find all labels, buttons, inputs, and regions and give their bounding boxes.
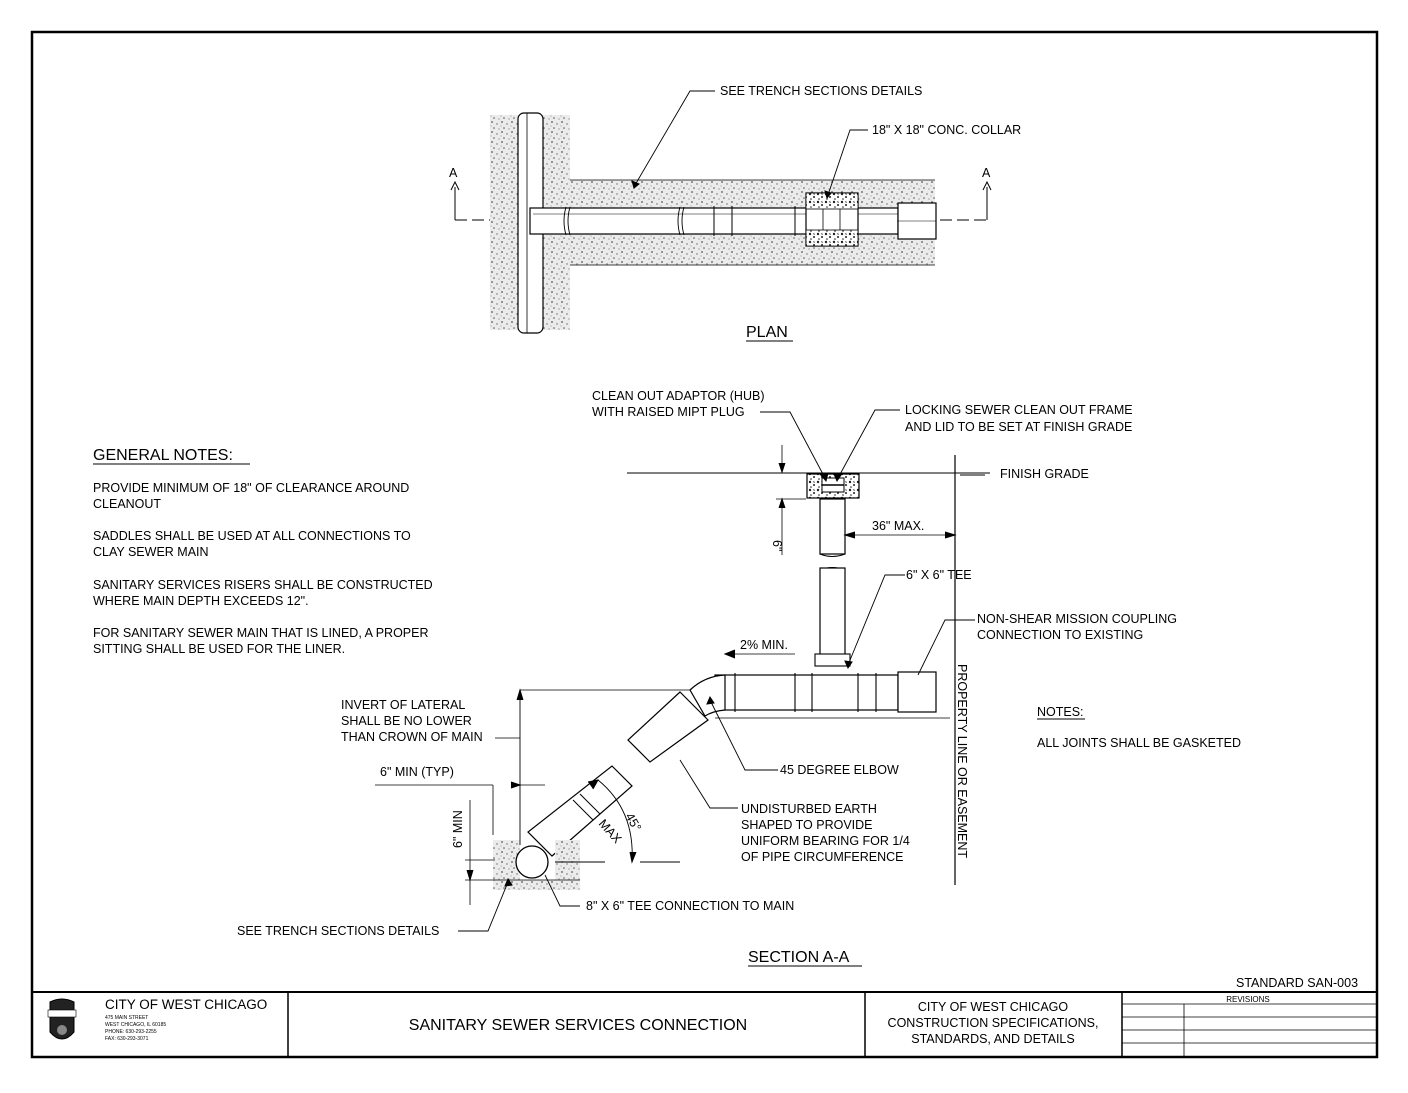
label-earth-3: UNIFORM BEARING FOR 1/4 [741, 834, 910, 848]
plan-view [450, 90, 992, 334]
label-dim-36max: 36" MAX. [872, 519, 924, 533]
title-block [32, 991, 1377, 1057]
label-earth-2: SHAPED TO PROVIDE [741, 818, 873, 832]
label-frame-1: LOCKING SEWER CLEAN OUT FRAME [905, 403, 1133, 417]
plan-label-collar: 18" X 18" CONC. COLLAR [872, 123, 1021, 137]
tb-drawing-title: SANITARY SEWER SERVICES CONNECTION [409, 1017, 747, 1034]
label-tee-8x6: 8" X 6" TEE CONNECTION TO MAIN [586, 899, 794, 913]
general-notes-heading: GENERAL NOTES: [93, 447, 233, 464]
plan-marker-a-left: A [449, 166, 458, 180]
label-dim-6in: 6" [770, 540, 784, 551]
general-note-4a: FOR SANITARY SEWER MAIN THAT IS LINED, A… [93, 626, 429, 640]
tb-addr-4: FAX: 630-293-3071 [105, 1036, 149, 1042]
section-coupling [897, 671, 937, 713]
plan-marker-a-right: A [982, 166, 991, 180]
label-angle45: 45° [622, 811, 644, 834]
label-earth-1: UNDISTURBED EARTH [741, 802, 877, 816]
standard-number: STANDARD SAN-003 [1236, 976, 1358, 990]
general-note-4b: SITTING SHALL BE USED FOR THE LINER. [93, 642, 345, 656]
tb-spec-1: CITY OF WEST CHICAGO [918, 1000, 1069, 1014]
section-view [375, 409, 990, 932]
label-elbow: 45 DEGREE ELBOW [780, 763, 899, 777]
section-title: SECTION A-A [748, 949, 850, 966]
riser-upper [819, 498, 846, 555]
notes-1: ALL JOINTS SHALL BE GASKETED [1037, 736, 1241, 750]
tb-revisions: REVISIONS [1226, 995, 1270, 1004]
tb-addr-2: WEST CHICAGO, IL 60185 [105, 1022, 166, 1028]
general-note-1a: PROVIDE MINIMUM OF 18" OF CLEARANCE AROU… [93, 481, 409, 495]
plan-label-trench: SEE TRENCH SECTIONS DETAILS [720, 84, 922, 98]
tb-spec-3: STANDARDS, AND DETAILS [911, 1032, 1074, 1046]
tb-spec-2: CONSTRUCTION SPECIFICATIONS, [888, 1016, 1099, 1030]
riser-lower [819, 567, 846, 657]
general-note-2b: CLAY SEWER MAIN [93, 545, 209, 559]
tb-city: CITY OF WEST CHICAGO [105, 997, 267, 1012]
general-note-2a: SADDLES SHALL BE USED AT ALL CONNECTIONS… [93, 529, 411, 543]
label-coupling-1: NON-SHEAR MISSION COUPLING [977, 612, 1177, 626]
general-note-3b: WHERE MAIN DEPTH EXCEEDS 12". [93, 594, 309, 608]
label-trench-details: SEE TRENCH SECTIONS DETAILS [237, 924, 439, 938]
notes-heading: NOTES: [1037, 705, 1084, 719]
label-cleanout-1: CLEAN OUT ADAPTOR (HUB) [592, 389, 765, 403]
plan-title: PLAN [746, 324, 788, 341]
label-slope: 2% MIN. [740, 638, 788, 652]
tee-6x6 [814, 653, 851, 667]
label-property-line: PROPERTY LINE OR EASEMENT [955, 664, 969, 858]
general-note-1b: CLEANOUT [93, 497, 161, 511]
tb-addr-1: 475 MAIN STREET [105, 1015, 148, 1021]
elbow-45 [689, 674, 726, 717]
label-frame-2: AND LID TO BE SET AT FINISH GRADE [905, 420, 1132, 434]
lateral-horizontal [714, 674, 899, 711]
label-tee-6x6: 6" X 6" TEE [906, 568, 972, 582]
sheet-border [30, 30, 1379, 1059]
label-invert-2: SHALL BE NO LOWER [341, 714, 472, 728]
label-min6-typ: 6" MIN (TYP) [380, 765, 454, 779]
diagonal-pipe-lower [527, 765, 633, 857]
label-cleanout-2: WITH RAISED MIPT PLUG [592, 405, 745, 419]
label-min6: 6" MIN [451, 810, 465, 848]
label-invert-3: THAN CROWN OF MAIN [341, 730, 483, 744]
tb-addr-3: PHONE: 630-293-2255 [105, 1029, 157, 1035]
label-finish-grade: FINISH GRADE [1000, 467, 1089, 481]
label-coupling-2: CONNECTION TO EXISTING [977, 628, 1143, 642]
label-max: MAX [596, 817, 625, 847]
main-trench-earth [493, 840, 580, 890]
main-pipe-section [515, 845, 549, 879]
general-note-3a: SANITARY SERVICES RISERS SHALL BE CONSTR… [93, 578, 433, 592]
city-seal-logo [47, 998, 77, 1040]
diagonal-pipe-upper [627, 691, 709, 763]
label-invert-1: INVERT OF LATERAL [341, 698, 465, 712]
label-earth-4: OF PIPE CIRCUMFERENCE [741, 850, 904, 864]
